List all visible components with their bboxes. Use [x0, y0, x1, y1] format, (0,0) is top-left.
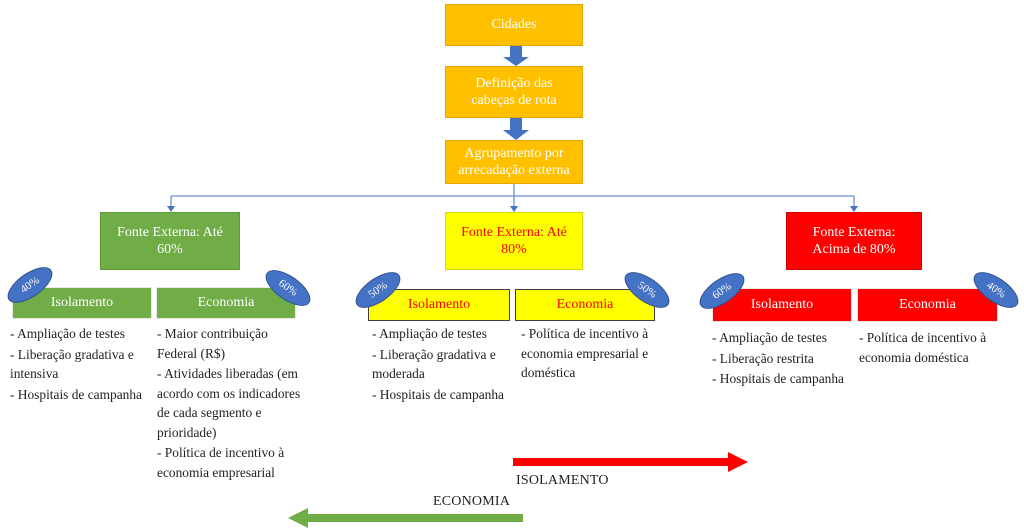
isolation-list-above-80: - Ampliação de testes - Liberação restri…	[712, 328, 852, 390]
economy-label: Economia	[556, 297, 614, 313]
connector-arrowhead	[510, 206, 518, 212]
cities-label: Cidades	[491, 17, 537, 33]
economy-box-above-80: Economia	[857, 288, 998, 322]
economy-box-80: Economia	[515, 289, 655, 321]
economy-arrow-label: ECONOMIA	[433, 494, 511, 509]
isolation-arrow	[513, 452, 748, 472]
grouping-box: Agrupamento por arrecadação externa	[445, 140, 583, 184]
source-label-above-80: Fonte Externa: Acima de 80%	[812, 224, 896, 258]
isolation-label: Isolamento	[750, 297, 814, 313]
economy-label: Economia	[899, 297, 956, 313]
source-box-80: Fonte Externa: Até 80%	[445, 212, 583, 270]
connector-arrowhead	[167, 206, 175, 212]
list-item: - Hospitais de campanha	[372, 386, 505, 402]
list-item: - Ampliação de testes	[372, 326, 487, 341]
list-item: - Atividades liberadas (em acordo com os…	[157, 366, 301, 440]
tree-connector	[170, 184, 855, 209]
economy-arrow	[288, 508, 523, 528]
isolation-label: Isolamento	[50, 295, 114, 311]
list-item: - Política de incentivo à economia domés…	[859, 330, 987, 365]
list-item: - Liberação restrita	[712, 350, 814, 366]
list-item: - Maior contribuição Federal (R$)	[157, 326, 268, 361]
economy-box-60: Economia	[156, 287, 296, 319]
economy-list-80: - Política de incentivo à economia empre…	[521, 324, 681, 384]
list-item: - Liberação gradativa e intensiva	[10, 346, 134, 382]
source-label-80: Fonte Externa: Até 80%	[461, 224, 567, 258]
flow-arrow-1	[503, 46, 529, 66]
economy-list-60: - Maior contribuição Federal (R$) - Ativ…	[157, 324, 307, 483]
grouping-label: Agrupamento por arrecadação externa	[458, 145, 570, 179]
isolation-label: Isolamento	[407, 297, 471, 313]
source-label-60: Fonte Externa: Até 60%	[117, 224, 223, 258]
economy-label: Economia	[197, 295, 255, 311]
list-item: - Hospitais de campanha	[10, 386, 143, 402]
list-item: - Política de incentivo à economia empre…	[521, 326, 649, 380]
source-box-above-80: Fonte Externa: Acima de 80%	[786, 212, 922, 270]
list-item: - Ampliação de testes	[10, 326, 125, 341]
isolation-arrow-label: ISOLAMENTO	[516, 473, 609, 488]
route-heads-label: Definição das cabeças de rota	[471, 75, 557, 109]
isolation-list-60: - Ampliação de testes - Liberação gradat…	[10, 324, 150, 405]
route-heads-box: Definição das cabeças de rota	[445, 66, 583, 118]
isolation-list-80: - Ampliação de testes - Liberação gradat…	[372, 324, 512, 405]
list-item: - Hospitais de campanha	[712, 371, 845, 386]
list-item: - Ampliação de testes	[712, 330, 827, 345]
economy-list-above-80: - Política de incentivo à economia domés…	[859, 328, 1019, 368]
list-item: - Política de incentivo à economia empre…	[157, 445, 285, 480]
flow-arrow-2	[503, 118, 529, 140]
cities-box: Cidades	[445, 4, 583, 46]
list-item: - Liberação gradativa e moderada	[372, 346, 496, 382]
connector-arrowhead	[850, 206, 858, 212]
source-box-60: Fonte Externa: Até 60%	[100, 212, 240, 270]
